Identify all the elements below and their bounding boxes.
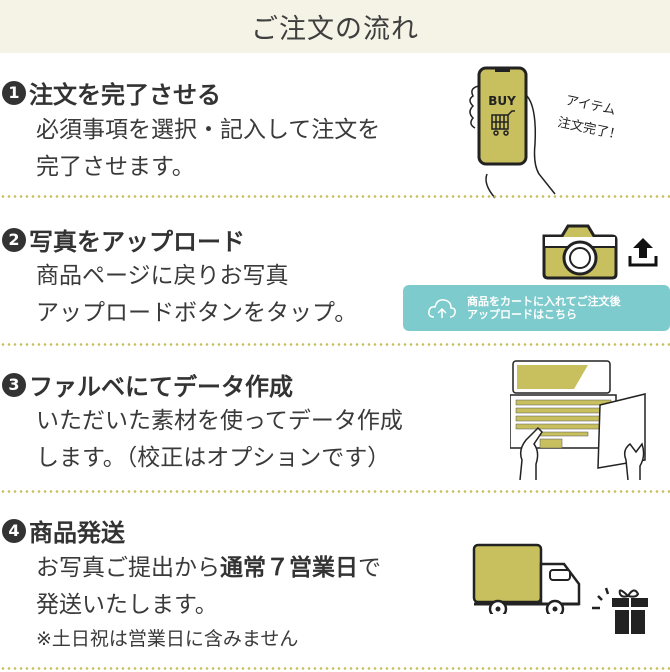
step-number-badge: 3 — [2, 372, 26, 397]
camera-icon — [542, 224, 618, 280]
step-1-title: 1 注文を完了させる — [2, 75, 221, 110]
page-header: ご注文の流れ — [0, 0, 670, 53]
divider — [0, 343, 670, 346]
step-number-badge: 4 — [2, 518, 26, 543]
delivery-truck-icon — [472, 543, 581, 614]
svg-text:注文完了！: 注文完了！ — [556, 115, 623, 143]
svg-text:アイテム: アイテム — [564, 93, 617, 118]
cloud-upload-icon — [428, 299, 456, 318]
step-number-badge: 2 — [2, 227, 26, 252]
step-number-badge: 1 — [2, 80, 26, 105]
holiday-note: ※土日祝は営業日に含みません — [36, 628, 299, 650]
upload-button[interactable]: 商品をカートに入れてご注文後 アップロードはこちら — [403, 285, 670, 331]
step-4-description: お写真ご提出から通常７営業日で 発送いたします。 ※土日祝は営業日に含みません — [36, 550, 381, 654]
divider — [0, 490, 670, 493]
shipping-days-highlight: 通常７営業日 — [220, 555, 358, 581]
step-3-title: 3 ファルベにてデータ作成 — [2, 367, 293, 402]
phone-buy-icon: BUY アイテム 注文完了！ — [469, 66, 623, 199]
upload-icon — [628, 238, 658, 267]
gift-box-icon — [592, 587, 648, 634]
step-3-description: いただいた素材を使ってデータ作成 します。（校正はオプションです） — [36, 408, 403, 471]
step-2-description: 商品ページに戻りお写真 アップロードボタンをタップ。 — [36, 263, 358, 326]
page-title: ご注文の流れ — [251, 14, 419, 45]
divider — [0, 195, 670, 198]
step-1-description: 必須事項を選択・記入して注文を 完了させます。 — [36, 117, 381, 180]
divider — [0, 667, 670, 670]
laptop-typing-icon — [510, 360, 646, 480]
step-4-title: 4 商品発送 — [2, 513, 125, 548]
step-2-title: 2 写真をアップロード — [2, 222, 245, 257]
svg-text:BUY: BUY — [488, 94, 516, 108]
